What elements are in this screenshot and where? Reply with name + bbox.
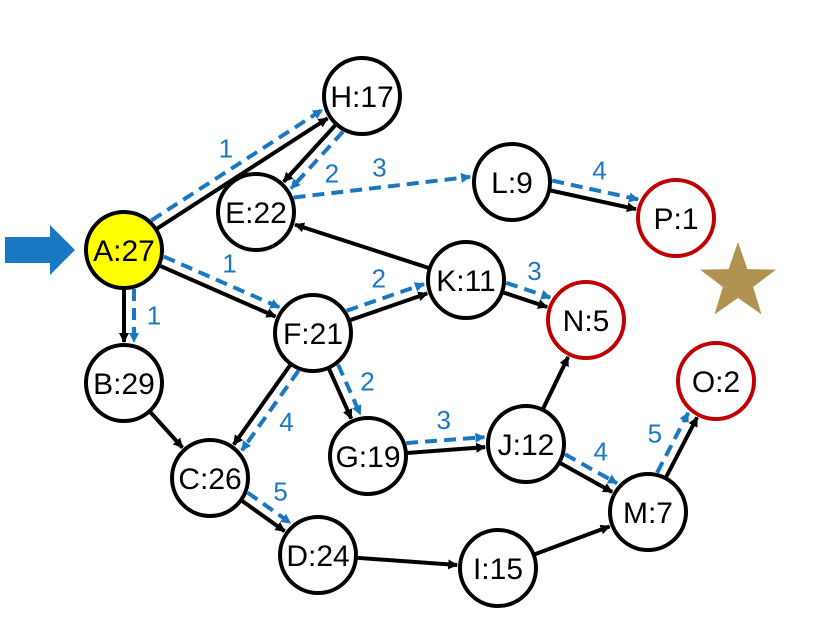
node-circle (84, 343, 164, 423)
step-number-label: 5 (648, 419, 662, 449)
search-step-c-d (246, 490, 292, 525)
edge-c-d (240, 499, 286, 533)
search-step-a-f (162, 254, 281, 310)
step-number-label: 3 (436, 405, 450, 435)
search-step-l-p (551, 178, 640, 203)
step-number-label: 2 (360, 366, 374, 396)
node-label: A:27 (93, 235, 155, 268)
node-circle (608, 472, 688, 552)
node-label: H:17 (330, 81, 393, 114)
node-label: E:22 (225, 197, 287, 230)
edge-g-j (406, 442, 487, 456)
node-label: K:11 (436, 265, 496, 298)
nodes-layer: A:27 H:17E:22 L:9P:1K:11N:5 F:21B:29 O:2C:26… (84, 56, 756, 608)
step-number-label: 1 (147, 301, 161, 331)
node-circle (546, 280, 626, 360)
step-number-label: 2 (325, 158, 339, 188)
star-icon (700, 242, 776, 315)
edge-m-o (664, 416, 699, 479)
node-label: P:1 (653, 203, 698, 236)
node-label: C:26 (178, 463, 241, 496)
node-h: H:17 (322, 56, 402, 136)
edges-layer (119, 116, 699, 570)
node-b: B:29 (84, 343, 164, 423)
node-j: J:12 (486, 404, 566, 484)
edge-k-e (294, 222, 430, 270)
step-number-label: 1 (219, 133, 233, 163)
node-circle (328, 416, 408, 496)
node-label: L:9 (491, 167, 533, 200)
node-circle (216, 172, 296, 252)
node-label: G:19 (335, 441, 400, 474)
search-step-f-g (336, 363, 363, 416)
node-label: B:29 (93, 368, 155, 401)
node-circle (486, 404, 566, 484)
step-number-label: 4 (592, 155, 606, 185)
edge-f-k (349, 291, 429, 323)
node-circle (278, 515, 358, 595)
edge-f-c (232, 363, 293, 446)
edge-d-i (356, 555, 459, 570)
node-c: C:26 (170, 438, 250, 518)
step-number-label: 5 (273, 476, 287, 506)
node-circle (472, 142, 552, 222)
step-number-label: 3 (372, 152, 386, 182)
search-step-k-n (505, 280, 552, 300)
node-d: D:24 (278, 515, 358, 595)
step-number-label: 4 (279, 407, 293, 437)
search-step-f-c (240, 369, 301, 452)
entry-arrow-icon (5, 225, 75, 275)
node-label: O:2 (692, 366, 740, 399)
search-step-j-m (563, 452, 619, 486)
edge-j-m (559, 461, 614, 494)
node-circle (84, 210, 164, 290)
node-label: I:15 (473, 553, 523, 586)
node-label: J:12 (498, 429, 555, 462)
step-number-label: 3 (527, 256, 541, 286)
node-label: M:7 (623, 497, 673, 530)
node-g: G:19 (328, 416, 408, 496)
node-m: M:7 (608, 472, 688, 552)
node-a: A:27 (84, 210, 164, 290)
node-e: E:22 (216, 172, 296, 252)
node-p: P:1 (636, 178, 716, 258)
node-i: I:15 (458, 528, 538, 608)
node-circle (636, 178, 716, 258)
node-circle (273, 293, 353, 373)
edge-j-n (541, 356, 570, 410)
search-steps-layer: 1 2 3 4 1 1 2 3 2 4 3 4 5 5 (129, 108, 691, 525)
edge-a-h (155, 116, 329, 231)
search-step-f-k (345, 282, 425, 313)
step-number-label: 2 (372, 263, 386, 293)
search-step-m-o (655, 411, 691, 474)
node-circle (676, 341, 756, 421)
node-label: D:24 (286, 540, 349, 573)
edge-b-c (148, 410, 184, 449)
node-k: K:11 (426, 240, 506, 320)
edge-k-n (502, 290, 549, 309)
edge-a-f (158, 263, 277, 319)
node-label: F:21 (283, 318, 343, 351)
search-step-a-h (150, 108, 324, 223)
node-circle (426, 240, 506, 320)
node-l: L:9 (472, 142, 552, 222)
step-number-label: 1 (222, 249, 236, 279)
search-step-e-l (293, 172, 472, 200)
step-number-label: 4 (593, 436, 607, 466)
node-o: O:2 (676, 341, 756, 421)
edge-h-e (282, 123, 338, 184)
edge-l-p (549, 188, 637, 213)
edge-i-m (533, 524, 611, 557)
node-f: F:21 (273, 293, 353, 373)
node-label: N:5 (563, 305, 610, 338)
node-circle (322, 56, 402, 136)
node-circle (170, 438, 250, 518)
edge-f-g (327, 367, 354, 420)
search-step-h-e (289, 130, 345, 190)
node-circle (458, 528, 538, 608)
search-step-g-j (405, 432, 486, 446)
node-n: N:5 (546, 280, 626, 360)
